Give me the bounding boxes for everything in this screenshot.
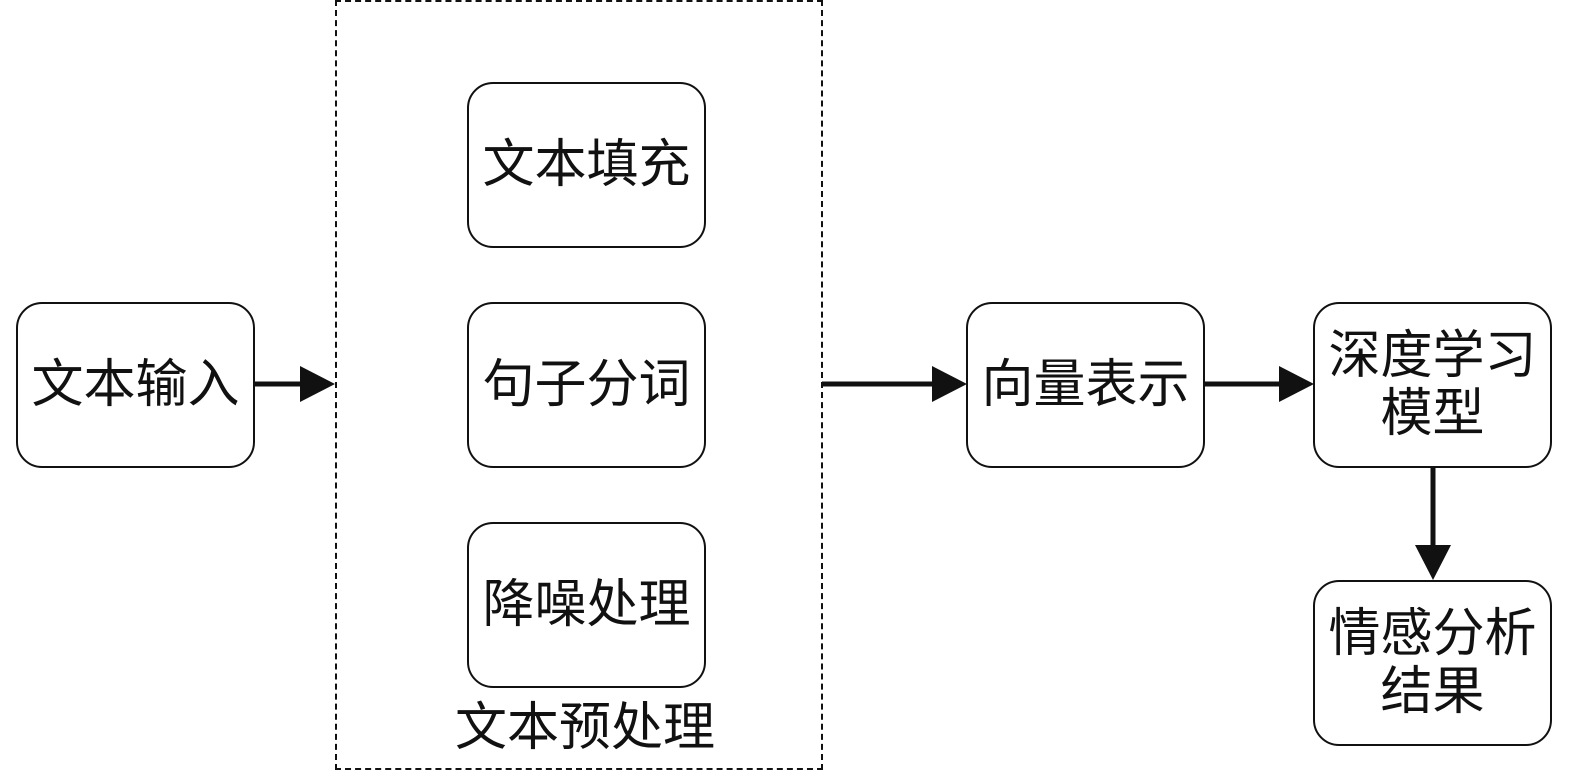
node-sentence-segment: 句子分词 bbox=[467, 302, 706, 468]
node-denoise: 降噪处理 bbox=[467, 522, 706, 688]
node-vector-representation: 向量表示 bbox=[966, 302, 1205, 468]
node-vector-representation-label: 向量表示 bbox=[981, 354, 1190, 415]
node-text-input: 文本输入 bbox=[16, 302, 255, 468]
node-deep-learning-model-label-line2: 模型 bbox=[1380, 384, 1485, 444]
node-deep-learning-model-label-line1: 深度学习 bbox=[1328, 325, 1537, 386]
arrow-input-to-preprocess bbox=[255, 366, 335, 402]
arrow-model-to-result bbox=[1415, 467, 1451, 580]
arrow-vector-to-model bbox=[1204, 366, 1314, 402]
node-text-fill: 文本填充 bbox=[467, 82, 706, 248]
node-sentiment-result-label-line1: 情感分析 bbox=[1328, 603, 1537, 664]
node-sentence-segment-label: 句子分词 bbox=[482, 354, 691, 415]
node-deep-learning-model: 深度学习 模型 bbox=[1313, 302, 1552, 468]
node-sentiment-result-label-line2: 结果 bbox=[1380, 662, 1485, 722]
preprocess-group bbox=[335, 0, 823, 770]
node-sentiment-result: 情感分析 结果 bbox=[1313, 580, 1552, 746]
arrow-preprocess-to-vector bbox=[822, 366, 967, 402]
node-text-fill-label: 文本填充 bbox=[482, 134, 691, 195]
preprocess-group-label: 文本预处理 bbox=[454, 698, 715, 758]
node-denoise-label: 降噪处理 bbox=[482, 574, 691, 635]
node-text-input-label: 文本输入 bbox=[31, 354, 240, 415]
